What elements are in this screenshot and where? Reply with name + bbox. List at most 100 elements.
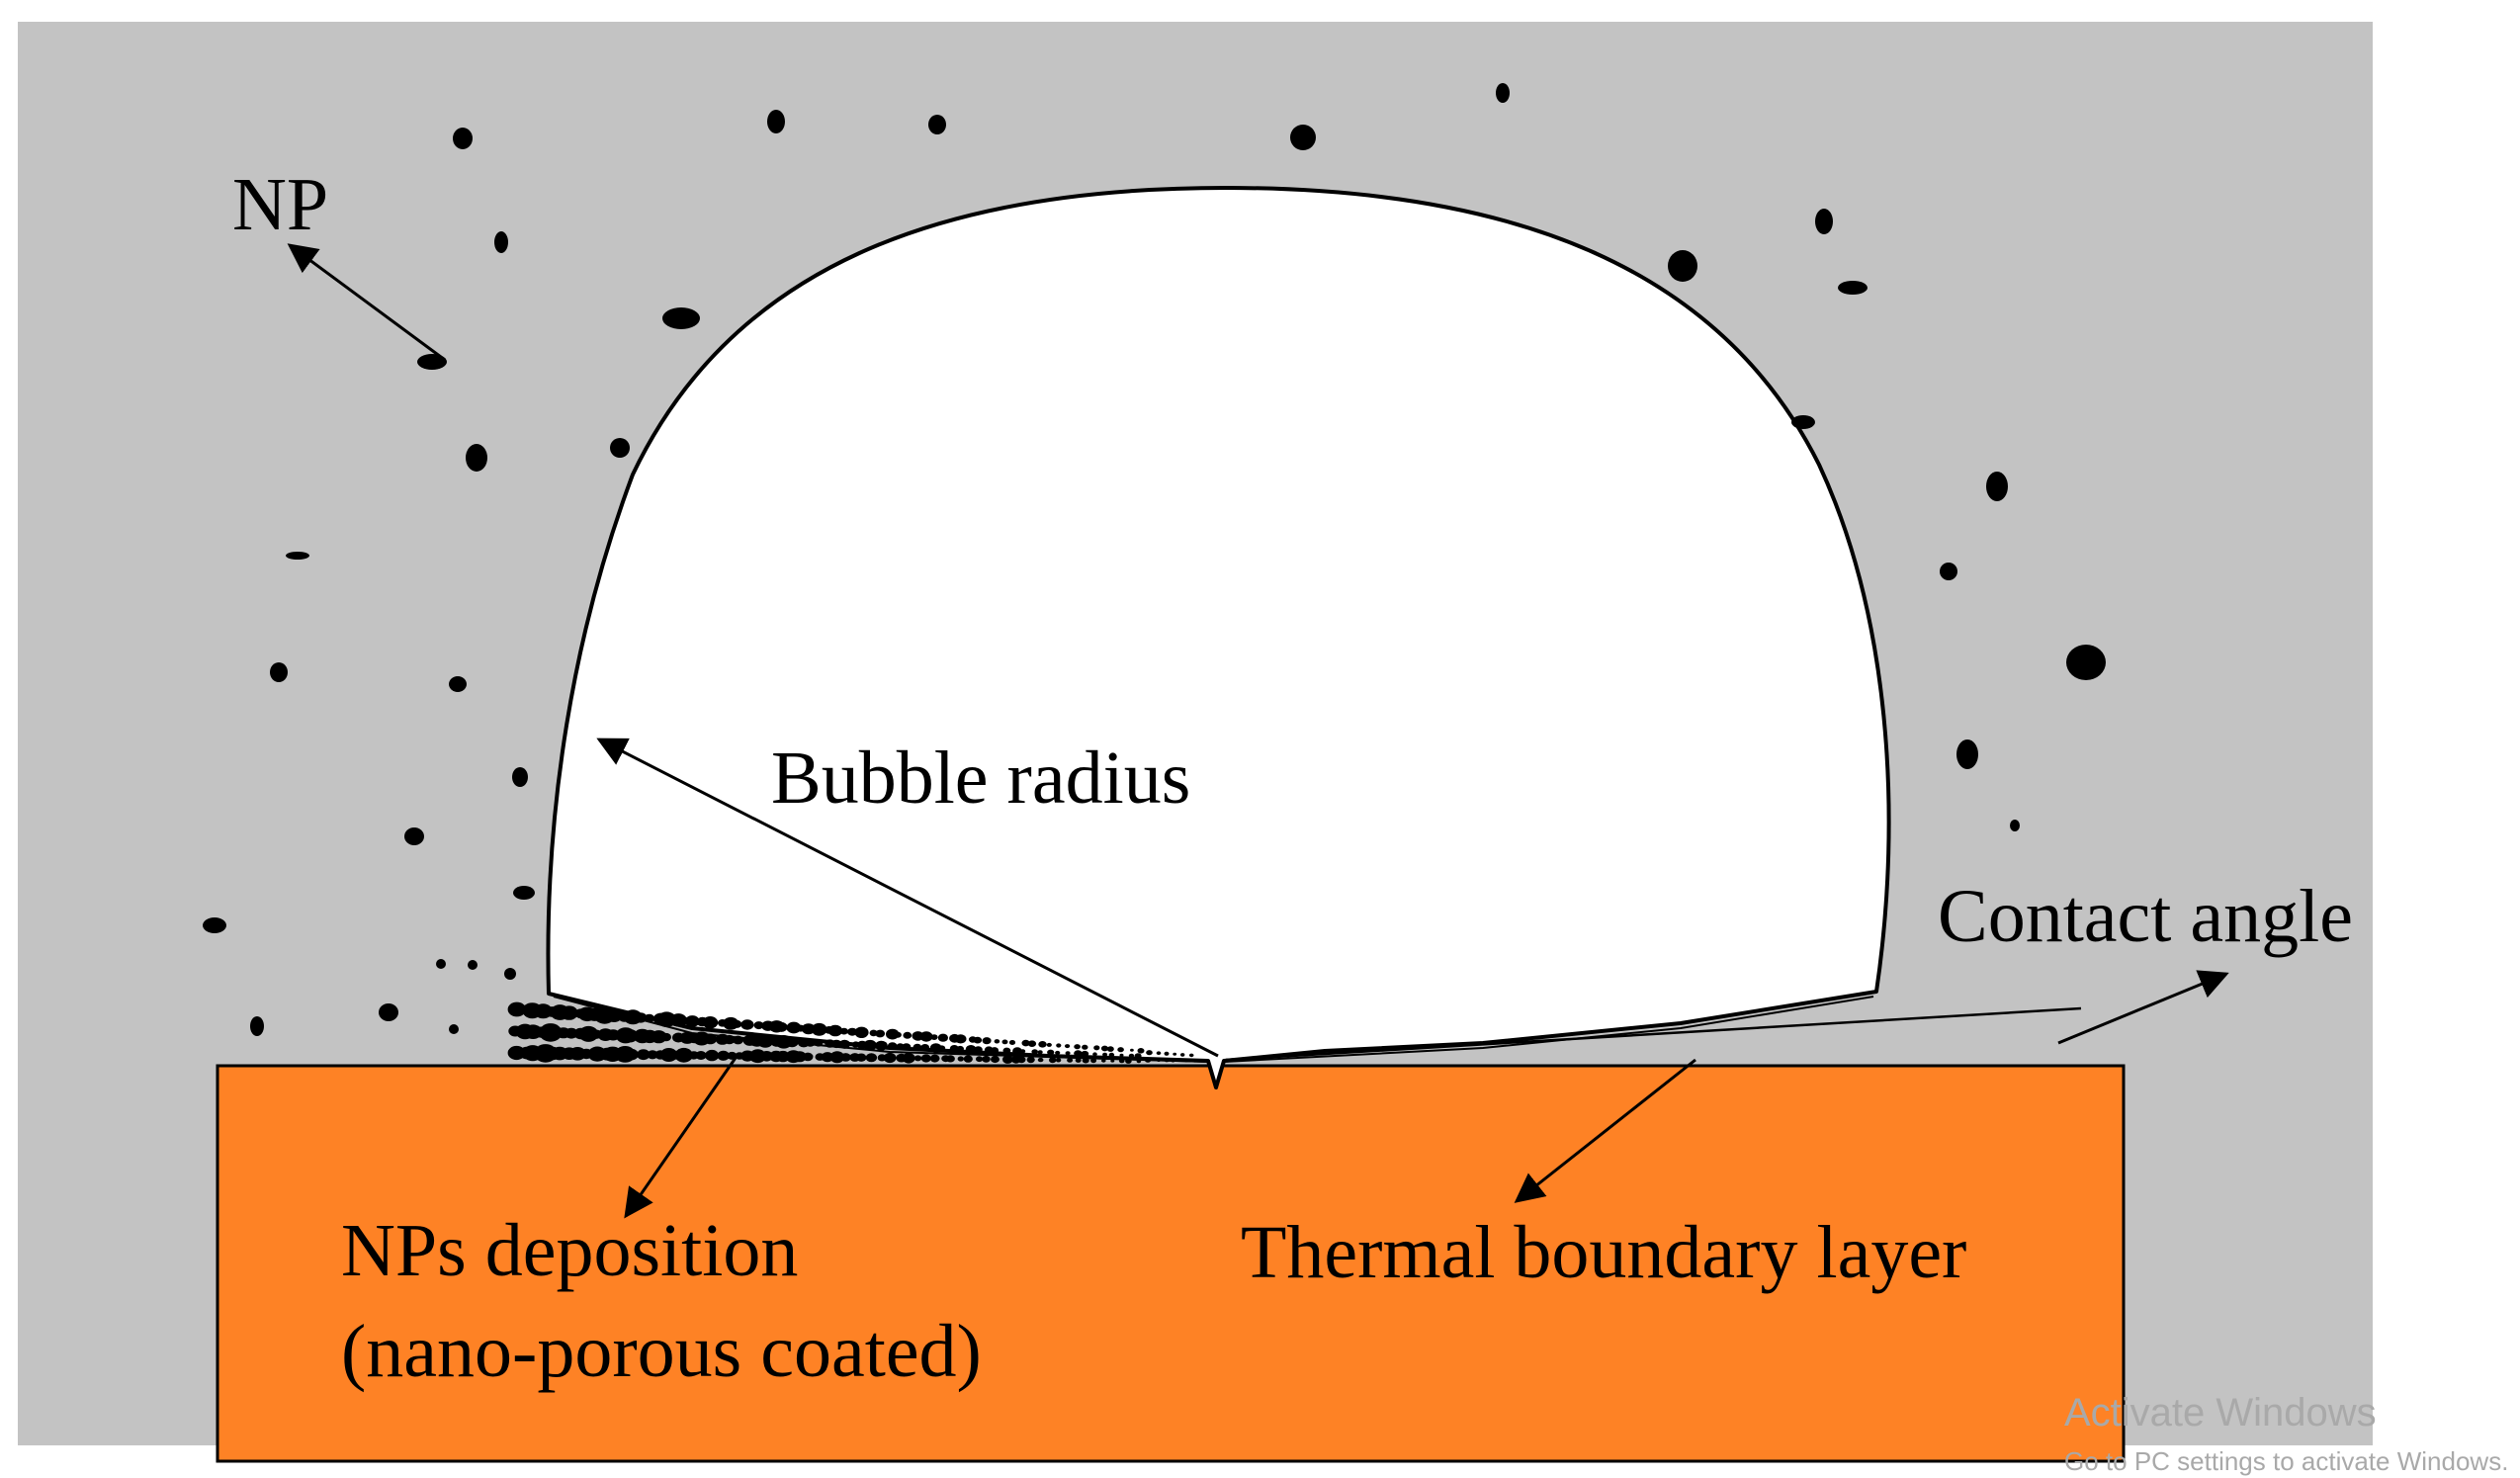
deposited-nanoparticle: [1128, 1053, 1135, 1058]
deposited-nanoparticle: [1130, 1048, 1134, 1052]
deposited-nanoparticle: [644, 1013, 655, 1023]
deposited-nanoparticle: [991, 1055, 999, 1064]
deposited-nanoparticle: [1002, 1047, 1011, 1054]
deposited-nanoparticle: [1049, 1057, 1057, 1064]
deposited-nanoparticle: [973, 1036, 983, 1044]
deposited-nanoparticle: [938, 1045, 946, 1051]
deposited-nanoparticle: [674, 1047, 693, 1063]
deposited-nanoparticle: [1102, 1052, 1108, 1057]
deposited-nanoparticle: [1056, 1043, 1062, 1048]
nanoparticle: [1496, 83, 1510, 103]
deposited-nanoparticle: [1090, 1058, 1097, 1064]
nanoparticle: [468, 960, 478, 970]
deposited-nanoparticle: [814, 1039, 824, 1047]
deposited-nanoparticle: [647, 1050, 658, 1060]
deposited-nanoparticle: [1144, 1057, 1152, 1063]
deposited-nanoparticle: [660, 1032, 671, 1042]
deposited-nanoparticle: [1067, 1058, 1074, 1063]
deposited-nanoparticle: [1180, 1053, 1185, 1057]
deposited-nanoparticle: [965, 1045, 977, 1054]
deposited-nanoparticle: [1027, 1040, 1037, 1047]
deposited-nanoparticle: [1125, 1058, 1132, 1064]
nanoparticle: [494, 231, 508, 253]
deposited-nanoparticle: [875, 1029, 886, 1038]
contact-angle-label: Contact angle: [1938, 875, 2353, 958]
np-label: NP: [232, 163, 328, 246]
deposited-nanoparticle: [1134, 1053, 1142, 1059]
deposited-nanoparticle: [1001, 1039, 1008, 1045]
deposited-nanoparticle: [875, 1040, 888, 1051]
deposited-nanoparticle: [703, 1033, 718, 1045]
nanoparticle: [203, 917, 226, 933]
deposited-nanoparticle: [1192, 1059, 1197, 1063]
deposited-nanoparticle: [954, 1034, 967, 1044]
deposited-nanoparticle: [1164, 1051, 1170, 1056]
activate-windows-watermark: Activate Windows: [2064, 1391, 2377, 1435]
deposited-nanoparticle: [856, 1053, 867, 1062]
nanoparticle: [1838, 281, 1868, 295]
deposited-nanoparticle: [695, 1051, 707, 1060]
bubble-radius-label: Bubble radius: [771, 737, 1190, 820]
deposited-nanoparticle: [507, 1001, 526, 1017]
deposited-nanoparticle: [560, 1005, 578, 1020]
deposited-nanoparticle: [982, 1037, 992, 1045]
deposited-nanoparticle: [1157, 1058, 1161, 1062]
deposited-nanoparticle: [1046, 1042, 1052, 1047]
deposited-nanoparticle: [1074, 1044, 1081, 1050]
deposited-nanoparticle: [929, 1054, 940, 1063]
deposited-nanoparticle: [1165, 1058, 1170, 1063]
nanoparticle: [2010, 820, 2020, 831]
deposited-nanoparticle: [606, 1009, 623, 1022]
deposited-nanoparticle: [1021, 1039, 1030, 1047]
nanoparticle: [379, 1003, 398, 1021]
deposited-nanoparticle: [902, 1043, 912, 1051]
deposited-nanoparticle: [1055, 1058, 1062, 1063]
deposited-nanoparticle: [634, 1012, 648, 1023]
deposited-nanoparticle: [974, 1046, 983, 1054]
deposited-nanoparticle: [723, 1034, 736, 1045]
deposited-nanoparticle: [982, 1055, 991, 1063]
deposited-nanoparticle: [1055, 1050, 1061, 1055]
deposited-nanoparticle: [919, 1031, 933, 1042]
deposited-nanoparticle: [1002, 1055, 1013, 1064]
nano-porous-label: (nano-porous coated): [341, 1310, 982, 1393]
deposited-nanoparticle: [929, 1043, 942, 1053]
deposited-nanoparticle: [990, 1047, 999, 1054]
nanoparticle: [1791, 415, 1815, 429]
deposited-nanoparticle: [902, 1053, 915, 1064]
deposited-nanoparticle: [949, 1045, 959, 1053]
deposited-nanoparticle: [894, 1031, 902, 1038]
nanoparticle: [417, 354, 447, 370]
contact-angle-arrow: [2057, 970, 2229, 1045]
nanoparticle: [610, 438, 630, 458]
deposited-nanoparticle: [775, 1021, 788, 1032]
deposited-nanoparticle: [1136, 1059, 1142, 1064]
activate-windows-hint: Go to PC settings to activate Windows.: [2064, 1446, 2508, 1476]
deposited-nanoparticle: [1031, 1049, 1038, 1055]
nanoparticle: [1956, 739, 1978, 769]
nanoparticle: [512, 767, 528, 787]
deposited-nanoparticle: [1065, 1051, 1071, 1056]
nanoparticle: [466, 444, 487, 472]
deposited-nanoparticle: [827, 1024, 843, 1037]
deposited-nanoparticle: [1110, 1059, 1115, 1063]
deposited-nanoparticle: [1075, 1058, 1082, 1063]
nanoparticle: [1290, 125, 1316, 150]
nanoparticle: [449, 676, 467, 692]
nanoparticle: [1668, 250, 1697, 282]
deposited-nanoparticle: [840, 1053, 851, 1062]
contact-angle-line: [1225, 1006, 2082, 1062]
deposited-nanoparticle: [624, 1048, 639, 1061]
deposited-nanoparticle: [937, 1033, 949, 1042]
deposited-nanoparticle: [1171, 1059, 1175, 1063]
deposited-nanoparticle: [1092, 1052, 1097, 1057]
deposited-nanoparticle: [684, 1015, 700, 1027]
nanoparticle: [250, 1016, 264, 1036]
deposited-nanoparticle: [1184, 1059, 1188, 1063]
deposited-nanoparticle: [1074, 1050, 1083, 1057]
deposited-nanoparticle: [839, 1027, 848, 1035]
deposited-nanoparticle: [811, 1022, 827, 1036]
deposited-nanoparticle: [717, 1050, 730, 1061]
nanoparticle: [404, 827, 424, 845]
